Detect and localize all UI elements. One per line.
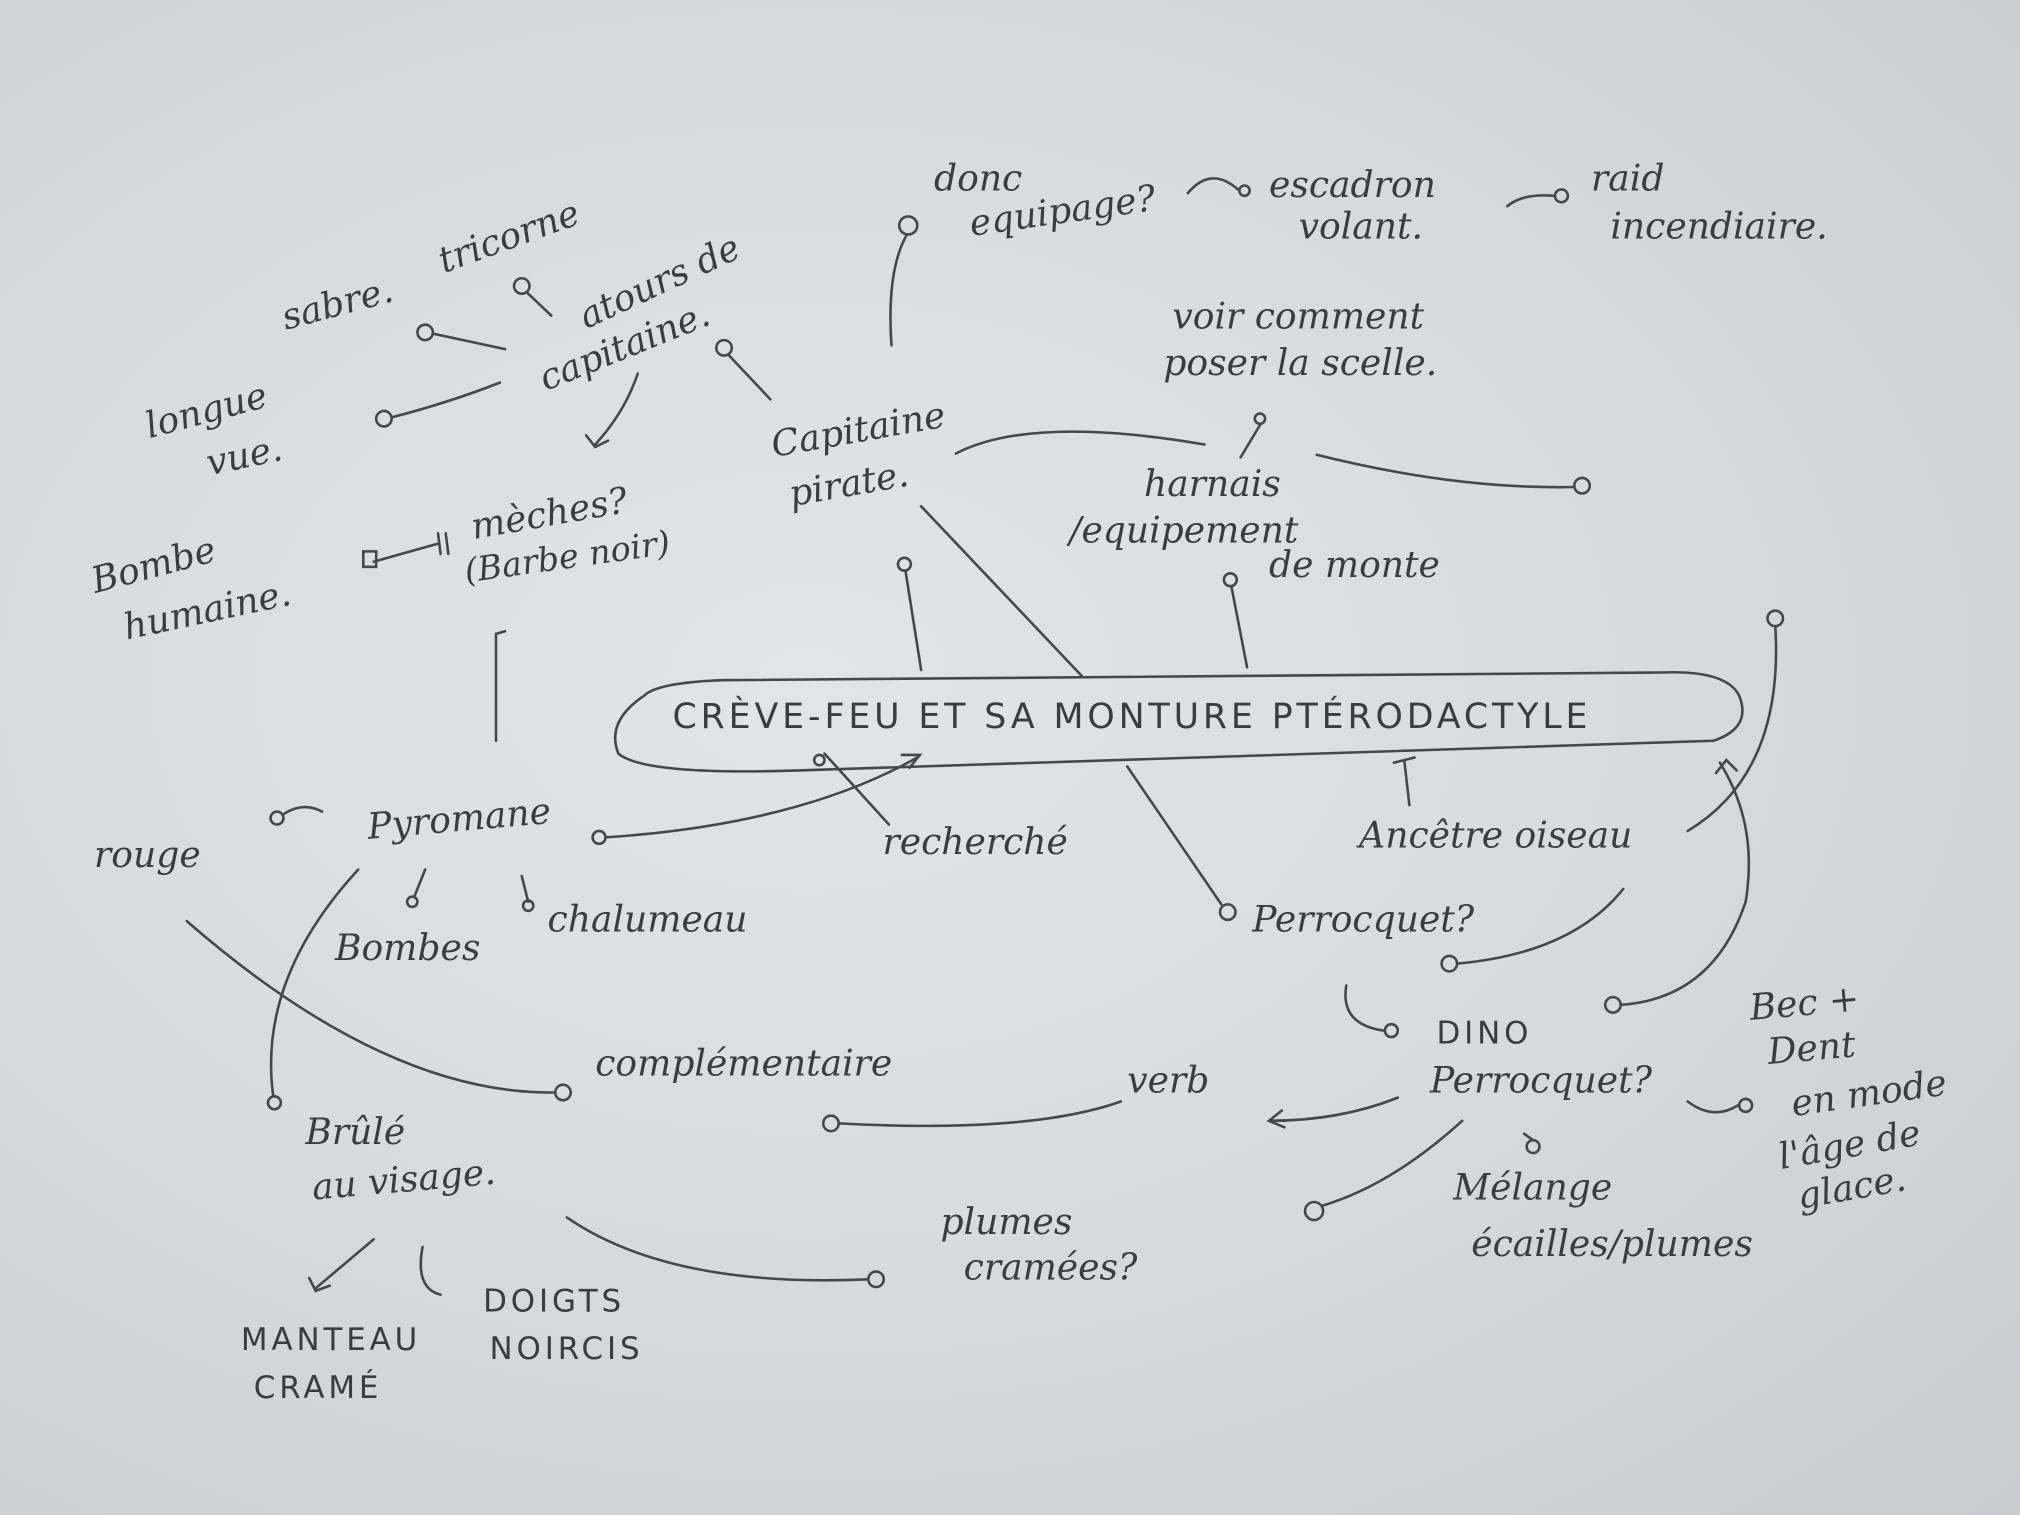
node-bec-line2: Dent (1765, 1023, 1858, 1074)
node-plumes-line2: cramées? (963, 1245, 1138, 1289)
node-perrocquet: Perrocquet? (1252, 897, 1475, 941)
node-raid-line1: raid (1591, 157, 1665, 200)
node-voir-line2: poser la scelle. (1163, 341, 1438, 384)
node-recherche: recherché (882, 820, 1068, 864)
node-melange-line2: écailles/plumes (1471, 1222, 1753, 1266)
node-dino-line1: DINO (1436, 1015, 1533, 1052)
node-doigts-line2: NOIRCIS (489, 1330, 644, 1367)
node-escadron-line1: escadron (1268, 163, 1436, 207)
node-manteau-line1: MANTEAU (240, 1321, 422, 1358)
node-rouge: rouge (94, 833, 201, 877)
node-donc-line1: donc (934, 157, 1023, 200)
node-verb: verb (1127, 1058, 1210, 1102)
node-escadron-line2: volant. (1298, 204, 1423, 248)
node-harnais-line1: harnais (1144, 462, 1281, 506)
node-melange-line1: Mélange (1453, 1165, 1613, 1209)
central-topic: CRÈVE-FEU ET SA MONTURE PTÉRODACTYLE (672, 696, 1592, 737)
node-chalumeau: chalumeau (547, 897, 748, 941)
node-plumes-line1: plumes (940, 1200, 1073, 1244)
node-doigts-line1: DOIGTS (483, 1283, 625, 1320)
node-harnais-line3: de monte (1268, 543, 1440, 587)
node-dino-line2: Perrocquet? (1430, 1058, 1652, 1102)
node-complementaire: complémentaire (595, 1042, 893, 1085)
node-bombes: Bombes (334, 926, 481, 969)
node-bec-line1: Bec + (1747, 976, 1861, 1029)
connector-lines (185, 177, 1785, 1297)
central-ellipse (613, 670, 1744, 773)
node-voir-line1: voir comment (1172, 295, 1425, 338)
node-ancetre-oiseau: Ancêtre oiseau (1359, 814, 1633, 857)
node-manteau-line2: CRAMÉ (253, 1369, 383, 1406)
node-raid-line2: incendiaire. (1610, 204, 1828, 248)
node-brule-line1: Brûlé (305, 1110, 406, 1154)
node-harnais-line2: /equipement (1069, 508, 1299, 552)
